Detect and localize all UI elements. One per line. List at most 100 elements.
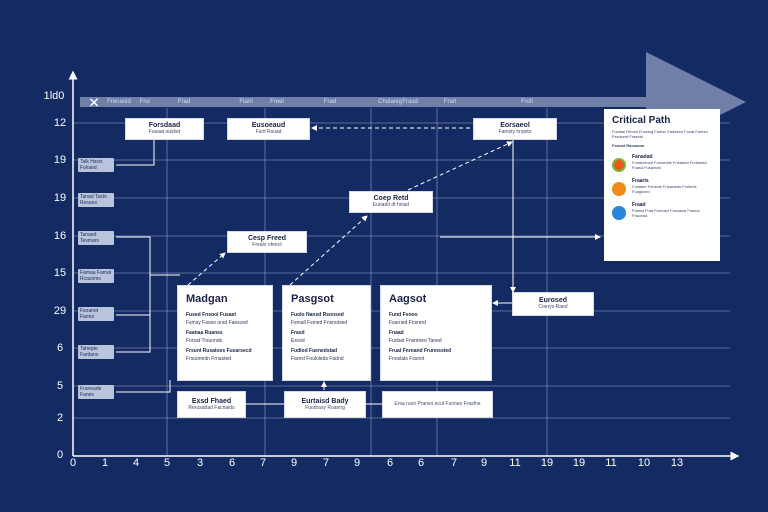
critical-path-legend: Critical Path Fuctaal Recad Fnosing Fams… (604, 109, 720, 261)
legend-item: Fraad Fnlasd Fnat Fnrnnsd Fnsnaosi Fnsno… (612, 202, 712, 220)
task-box[interactable]: Cesp Freed Frealo nhrect (227, 231, 307, 253)
timeline-header-cell: Cholanig (378, 99, 402, 105)
x-axis-tick-label: 1 (101, 457, 109, 469)
x-axis-tick-label: 11 (509, 457, 521, 469)
x-axis-tick-label: 7 (259, 457, 267, 469)
timeline-header-cell: Frasd (402, 99, 418, 105)
phase-panel-line: Faanaa Ruanss (186, 330, 223, 336)
y-axis-tick-label: 5 (56, 380, 64, 392)
task-box[interactable]: Eorsaeol Famsty hrqisto (473, 118, 557, 140)
phase-panel-line: Faresl Fouloleds Fadnd (291, 356, 344, 362)
phase-panel-title: Aagsot (389, 293, 427, 305)
task-tag[interactable]: Tanaed Tesmars (78, 231, 114, 245)
task-box-title: Eurosed (538, 297, 567, 304)
y-axis-tick-label: 6 (56, 342, 64, 354)
legend-desc: Fuctaal Recad Fnosing Famsc Fadaeed Fuca… (612, 129, 708, 139)
x-axis-origin-label: 0 (69, 457, 77, 469)
phase-panel[interactable]: Aagsot Fund Fsnoo Fsarned Fnsrerd Fnaad … (380, 285, 492, 381)
task-tag[interactable]: Talk Hssis Fokaed (78, 158, 114, 172)
timeline-header-cell: Froll (521, 99, 533, 105)
y-axis-tick-label: 29 (53, 305, 67, 317)
timeline-header-cell: Freel (270, 99, 284, 105)
task-box-title: Eorsaeol (500, 122, 530, 129)
x-axis-tick-label: 6 (228, 457, 236, 469)
phase-panel-line: Fsarned Fnsrerd (389, 320, 426, 326)
close-x-icon: ✕ (88, 94, 100, 111)
task-box-title: Eusoeaud (251, 122, 286, 129)
task-box[interactable]: Forsdaad Fusaat ouidsd (125, 118, 204, 140)
axes (68, 52, 746, 461)
task-tag[interactable]: Fsoanot Famrs (78, 307, 114, 321)
task-box[interactable]: Coep Retd Eunadd dt hniad (349, 191, 433, 213)
task-tag[interactable]: Tanad Tasto Resans (78, 193, 114, 207)
timeline-header-cell: Frad (323, 99, 337, 105)
task-box-title: Coep Retd (373, 195, 409, 202)
x-axis-tick-label: 7 (322, 457, 330, 469)
y-axis-tick-label: 2 (56, 412, 64, 424)
legend-item: Fanadad Furstcelned Fnrsotdhs Fnetadat F… (612, 154, 712, 172)
x-axis-tick-label: 10 (637, 457, 651, 469)
y-axis-tick-label: 15 (53, 267, 67, 279)
x-axis-tick-label: 9 (480, 457, 488, 469)
task-tag[interactable]: Franeade Fanes (78, 385, 114, 399)
task-box-title: Cesp Freed (247, 235, 287, 242)
task-box-sub: Fusaat ouidsd (148, 129, 181, 135)
phase-panel-line: Frual Fnrnand Frunnssted (389, 348, 452, 354)
y-axis-tick-label: 19 (53, 154, 67, 166)
x-axis-tick-label: 6 (417, 457, 425, 469)
phase-panel-line: Fnoslats Fssnot (389, 356, 425, 362)
phase-panel-line: Fund Fsnoo (389, 312, 418, 318)
phase-panel-line: Fnrsat Trsuonds (186, 338, 223, 344)
legend-item-name: Fraaris (632, 178, 649, 184)
y-axis-tick-label: 0 (56, 449, 64, 461)
task-box-title: Eurtaisd Bady (301, 397, 349, 405)
task-box[interactable]: Exsd Fhaed Rerusadad Facnaids (177, 391, 246, 418)
legend-item-name: Fanadad (632, 154, 653, 160)
legend-section: Fsonat Raosaoar (612, 143, 645, 148)
phase-panel[interactable]: Pasgsot Fuolo Nansd Rsonsed Fsmall Fsmed… (282, 285, 371, 381)
phase-panel-line: Fsmsy Faseo orsd Faesced (186, 320, 248, 326)
legend-item-name: Fraad (632, 202, 646, 208)
phase-panel-line: Furtset Fnsntneo Taned (389, 338, 442, 344)
phase-panel[interactable]: Madgan Fused Fnsool Fusaet Fsmsy Faseo o… (177, 285, 273, 381)
task-box-sub: Furit Rsuad (255, 129, 282, 135)
dashed-connector (407, 141, 513, 191)
y-axis-top-label: 1ld0 (43, 90, 65, 102)
legend-item-desc: Furstcelned Fnrsotdhs Fnetadat Fnrbadsd … (632, 160, 707, 170)
x-axis-tick-label: 4 (132, 457, 140, 469)
task-box-sub: Frealo nhrect (252, 242, 282, 248)
task-box-sub: Famsty hrqisto (498, 129, 532, 135)
phase-panel-line: Frsunl Rusatoes Fusarsecd (186, 348, 252, 354)
task-box-sub: Rerusadad Facnaids (188, 404, 235, 411)
dashed-connector (289, 215, 368, 286)
phase-panel-line: Frasd (291, 330, 305, 336)
task-box[interactable]: Ersa ruon Pranes ecut Fsonen Frasfne (382, 391, 493, 418)
task-tag[interactable]: Famaa Famat Rcasoms (78, 269, 114, 283)
timeline-header-cell: Frenanid (107, 99, 131, 105)
legend-title: Critical Path (612, 115, 671, 126)
task-box[interactable]: Eusoeaud Furit Rsuad (227, 118, 310, 140)
connector-line (116, 140, 155, 166)
legend-item: Fraaris Fosatne Fnrisots Fusacieds Fnrli… (612, 178, 712, 196)
phase-panel-line: Fsmall Fsmed Fnsnotsed (291, 320, 348, 326)
task-box[interactable]: Eurtaisd Bady Fuodrasy Roanng (284, 391, 366, 418)
y-axis-tick-label: 16 (53, 230, 67, 242)
phase-panel-line: Fnaad (389, 330, 404, 336)
task-tag[interactable]: Tahepte Fardans (78, 345, 114, 359)
legend-dot-icon (612, 206, 626, 220)
task-box-text: Ersa ruon Pranes ecut Fsonen Frasfne (394, 401, 481, 407)
phase-panel-line: Esvsd (291, 338, 305, 344)
x-axis-tick-label: 19 (540, 457, 554, 469)
x-axis-tick-label: 19 (572, 457, 586, 469)
dashed-connector (187, 252, 226, 286)
x-axis-tick-label: 11 (605, 457, 617, 469)
y-axis-tick-label: 12 (53, 117, 67, 129)
phase-panel-line: Fused Fnsool Fusaet (186, 312, 237, 318)
connectors (116, 125, 601, 405)
task-box-title: Exsd Fhaed (191, 397, 232, 405)
legend-item-desc: Fnlasd Fnat Fnrnnsd Fnsnaosi Fnsnot Fnso… (632, 208, 700, 218)
task-box[interactable]: Eurosed Coerys Raed (512, 292, 594, 316)
phase-panel-title: Pasgsot (291, 293, 334, 305)
phase-panel-line: Fuolo Nansd Rsonsed (291, 312, 344, 318)
connector-line (116, 236, 180, 276)
